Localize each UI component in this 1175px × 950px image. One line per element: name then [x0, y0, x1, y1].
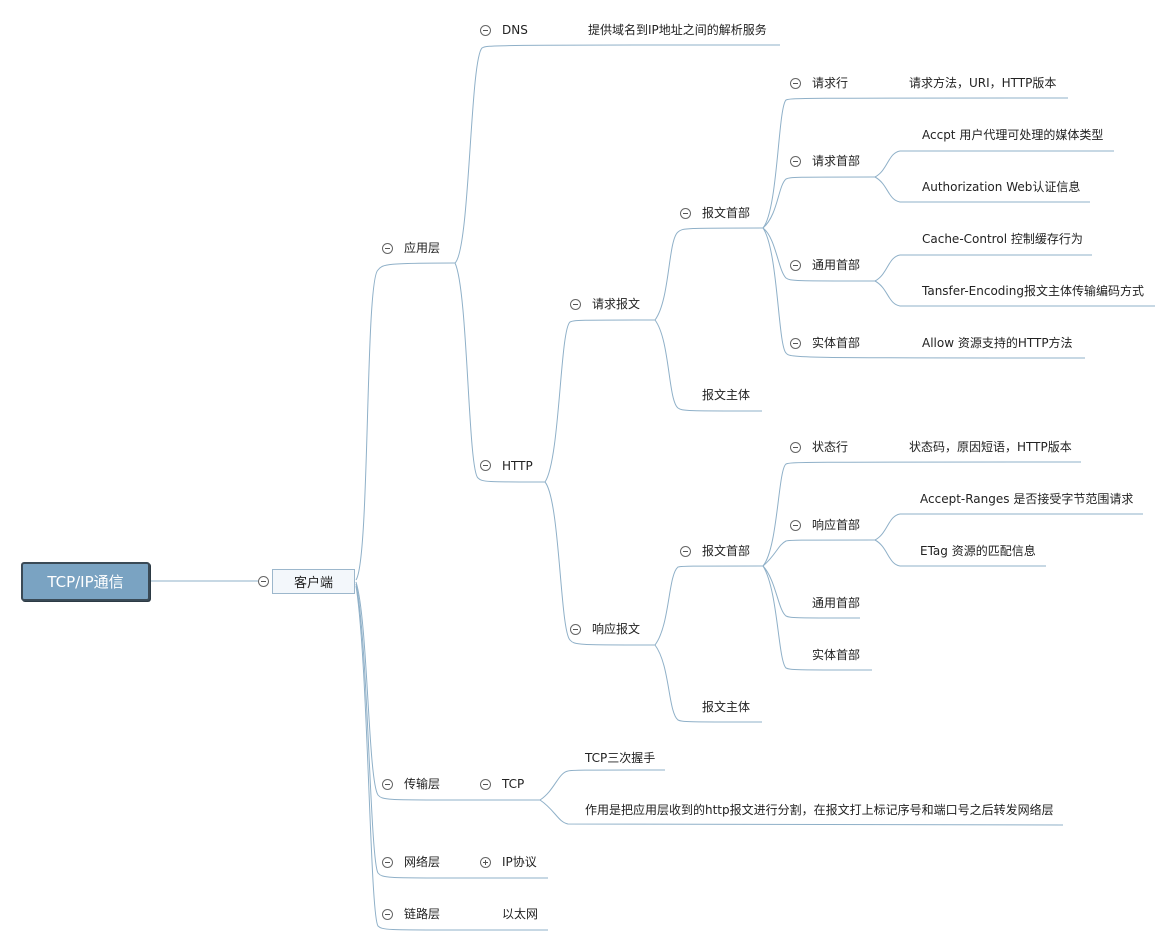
status-line-desc-node[interactable]: 状态码，原因短语，HTTP版本: [909, 440, 1072, 454]
collapse-request-line-icon[interactable]: [790, 78, 801, 89]
http-node[interactable]: HTTP: [502, 459, 533, 473]
response-body-node[interactable]: 报文主体: [702, 700, 751, 714]
collapse-dns-icon[interactable]: [480, 25, 491, 36]
collapse-general-headers-icon[interactable]: [790, 260, 801, 271]
request-line-desc-node[interactable]: 请求方法，URI，HTTP版本: [909, 76, 1057, 90]
response-header-node[interactable]: 报文首部: [702, 544, 751, 558]
request-line-node[interactable]: 请求行: [812, 76, 849, 90]
collapse-network-layer-icon[interactable]: [382, 857, 393, 868]
accept-ranges-node[interactable]: Accept-Ranges 是否接受字节范围请求: [920, 492, 1134, 506]
accept-header-node[interactable]: Accpt 用户代理可处理的媒体类型: [922, 128, 1104, 142]
network-layer-node[interactable]: 网络层: [404, 855, 441, 869]
tcp-desc-node[interactable]: 作用是把应用层收到的http报文进行分割，在报文打上标记序号和端口号之后转发网络…: [585, 803, 1054, 817]
tcp-handshake-node[interactable]: TCP三次握手: [585, 751, 656, 765]
response-message-node[interactable]: 响应报文: [592, 622, 641, 636]
collapse-response-header-icon[interactable]: [680, 546, 691, 557]
collapse-tcp-icon[interactable]: [480, 779, 491, 790]
collapse-root-icon[interactable]: [258, 576, 269, 587]
request-message-node[interactable]: 请求报文: [592, 297, 641, 311]
authorization-header-node[interactable]: Authorization Web认证信息: [922, 180, 1081, 194]
link-layer-node[interactable]: 链路层: [404, 907, 441, 921]
response-general-headers-node[interactable]: 通用首部: [812, 596, 861, 610]
ethernet-node[interactable]: 以太网: [502, 907, 539, 921]
allow-header-node[interactable]: Allow 资源支持的HTTP方法: [922, 336, 1073, 350]
request-headers-node[interactable]: 请求首部: [812, 154, 861, 168]
collapse-transport-layer-icon[interactable]: [382, 779, 393, 790]
response-entity-headers-node[interactable]: 实体首部: [812, 648, 861, 662]
general-headers-node[interactable]: 通用首部: [812, 258, 861, 272]
request-body-node[interactable]: 报文主体: [702, 388, 751, 402]
expand-ip-icon[interactable]: [480, 857, 491, 868]
etag-node[interactable]: ETag 资源的匹配信息: [920, 544, 1036, 558]
collapse-response-headers-icon[interactable]: [790, 520, 801, 531]
collapse-request-headers-icon[interactable]: [790, 156, 801, 167]
transfer-encoding-node[interactable]: Tansfer-Encoding报文主体传输编码方式: [922, 284, 1144, 298]
tcp-node[interactable]: TCP: [502, 777, 525, 791]
status-line-node[interactable]: 状态行: [812, 440, 849, 454]
collapse-http-icon[interactable]: [480, 460, 491, 471]
entity-headers-node[interactable]: 实体首部: [812, 336, 861, 350]
dns-node[interactable]: DNS: [502, 23, 528, 37]
collapse-response-icon[interactable]: [570, 624, 581, 635]
transport-layer-node[interactable]: 传输层: [404, 777, 441, 791]
app-layer-node[interactable]: 应用层: [404, 241, 441, 255]
root-node[interactable]: TCP/IP通信: [21, 562, 150, 601]
collapse-request-header-icon[interactable]: [680, 208, 691, 219]
collapse-entity-headers-icon[interactable]: [790, 338, 801, 349]
dns-desc-node[interactable]: 提供域名到IP地址之间的解析服务: [588, 23, 767, 37]
client-node[interactable]: 客户端: [272, 569, 355, 594]
collapse-app-layer-icon[interactable]: [382, 243, 393, 254]
response-headers-node[interactable]: 响应首部: [812, 518, 861, 532]
request-header-node[interactable]: 报文首部: [702, 206, 751, 220]
collapse-link-layer-icon[interactable]: [382, 909, 393, 920]
ip-protocol-node[interactable]: IP协议: [502, 855, 537, 869]
cache-control-node[interactable]: Cache-Control 控制缓存行为: [922, 232, 1083, 246]
collapse-request-icon[interactable]: [570, 299, 581, 310]
collapse-status-line-icon[interactable]: [790, 442, 801, 453]
